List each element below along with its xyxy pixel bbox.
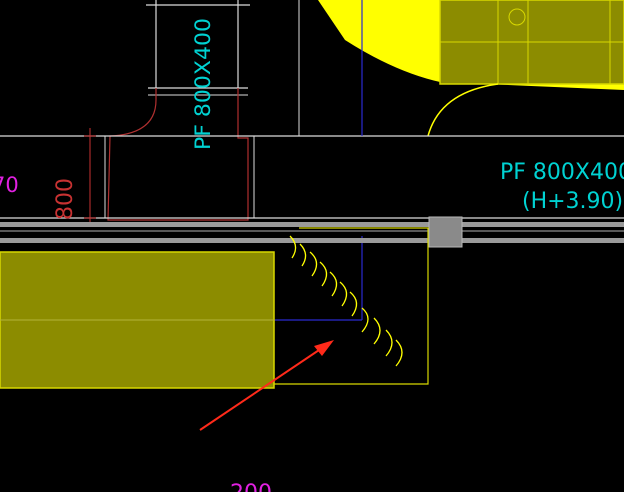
pipe-upper <box>0 222 624 227</box>
turning-vanes <box>289 235 403 367</box>
partial-dimension-bottom: 200 <box>230 481 272 492</box>
equipment-circle <box>508 8 526 26</box>
horizontal-duct-size-label: PF 800X400 <box>500 160 624 185</box>
yellow-outline-region <box>274 227 429 385</box>
yellow-arc <box>427 83 499 137</box>
horizontal-duct-elevation-label: (H+3.90) <box>522 189 623 214</box>
annotation-arrow-head <box>314 340 334 356</box>
annotation-arrow-line <box>199 343 329 431</box>
partial-dimension-left: 70 <box>0 173 19 197</box>
dimension-800-label: 800 <box>53 178 78 220</box>
duct-fitting-outline <box>107 88 249 221</box>
vertical-duct-size-label: PF 800X400 <box>191 18 215 150</box>
pipe-lower <box>0 238 624 243</box>
pipe-valve <box>428 216 463 248</box>
